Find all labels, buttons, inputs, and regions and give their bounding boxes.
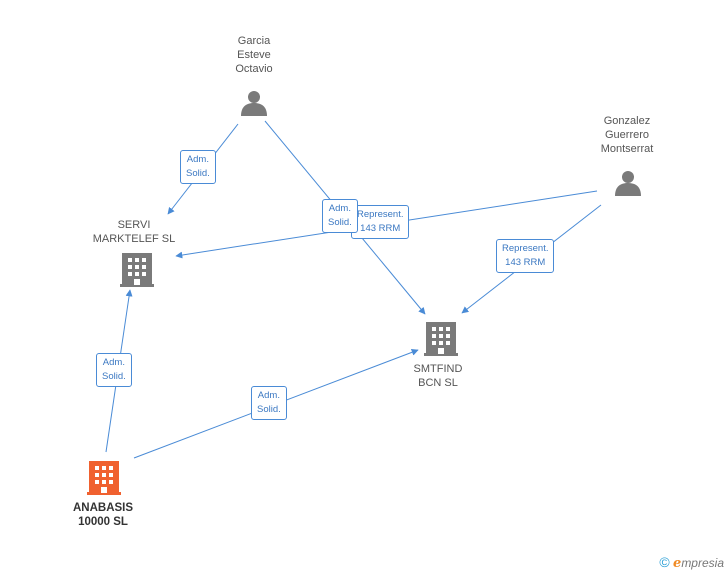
edge-label-line: Solid.	[257, 404, 281, 415]
node-label-gonzalez[interactable]: Gonzalez Guerrero Montserrat	[582, 114, 672, 156]
edge-label-gonzalez-servi: Represent. 143 RRM	[351, 205, 410, 239]
edge-label-line: Solid.	[186, 168, 210, 179]
edge-label-line: 143 RRM	[505, 257, 546, 268]
node-label-line: Garcia	[237, 35, 271, 47]
edge-label-line: 143 RRM	[360, 223, 401, 234]
edge-label-line: Adm.	[186, 154, 209, 165]
node-label-line: Esteve	[237, 49, 271, 61]
edge-label-line: Represent.	[357, 209, 404, 220]
edge-label-line: Adm.	[328, 203, 351, 214]
node-label-line: 10000 SL	[78, 516, 128, 528]
edge-label-line: Represent.	[502, 243, 549, 254]
node-label-line: SERVI	[117, 219, 151, 231]
node-label-garcia[interactable]: Garcia Esteve Octavio	[214, 34, 294, 76]
edge-label-line: Solid.	[102, 371, 126, 382]
brand-logo: © empresia	[659, 554, 724, 571]
edge-label-gonzalez-smtfind: Represent. 143 RRM	[496, 239, 555, 273]
edge-label-line: Solid.	[328, 217, 352, 228]
copyright-icon: ©	[659, 554, 670, 570]
node-label-line: Montserrat	[600, 143, 654, 155]
node-label-line: SMTFIND	[413, 363, 463, 375]
node-label-line: BCN SL	[418, 377, 458, 389]
edge-label-anabasis-smtfind: Adm. Solid.	[251, 386, 287, 420]
node-label-line: Octavio	[235, 63, 273, 75]
node-label-anabasis[interactable]: ANABASIS 10000 SL	[58, 501, 148, 529]
person-icon	[241, 91, 267, 116]
building-icon	[120, 253, 154, 287]
edge-label-garcia-servi: Adm. Solid.	[180, 150, 216, 184]
node-label-servi[interactable]: SERVI MARKTELEF SL	[82, 218, 186, 246]
edge-label-line: Adm.	[102, 357, 125, 368]
node-label-line: Gonzalez	[603, 115, 651, 127]
brand-initial: e	[673, 556, 682, 571]
node-label-line: ANABASIS	[72, 502, 134, 514]
edge-label-garcia-smtfind: Adm. Solid.	[322, 199, 358, 233]
node-label-smtfind[interactable]: SMTFIND BCN SL	[398, 362, 478, 390]
edge-label-line: Adm.	[257, 390, 280, 401]
edge-label-anabasis-servi: Adm. Solid.	[96, 353, 132, 387]
building-icon	[87, 461, 121, 495]
person-icon	[615, 171, 641, 196]
building-icon	[424, 322, 458, 356]
node-label-line: MARKTELEF SL	[92, 233, 176, 245]
brand-name: mpresia	[681, 556, 724, 570]
node-label-line: Guerrero	[604, 129, 650, 141]
